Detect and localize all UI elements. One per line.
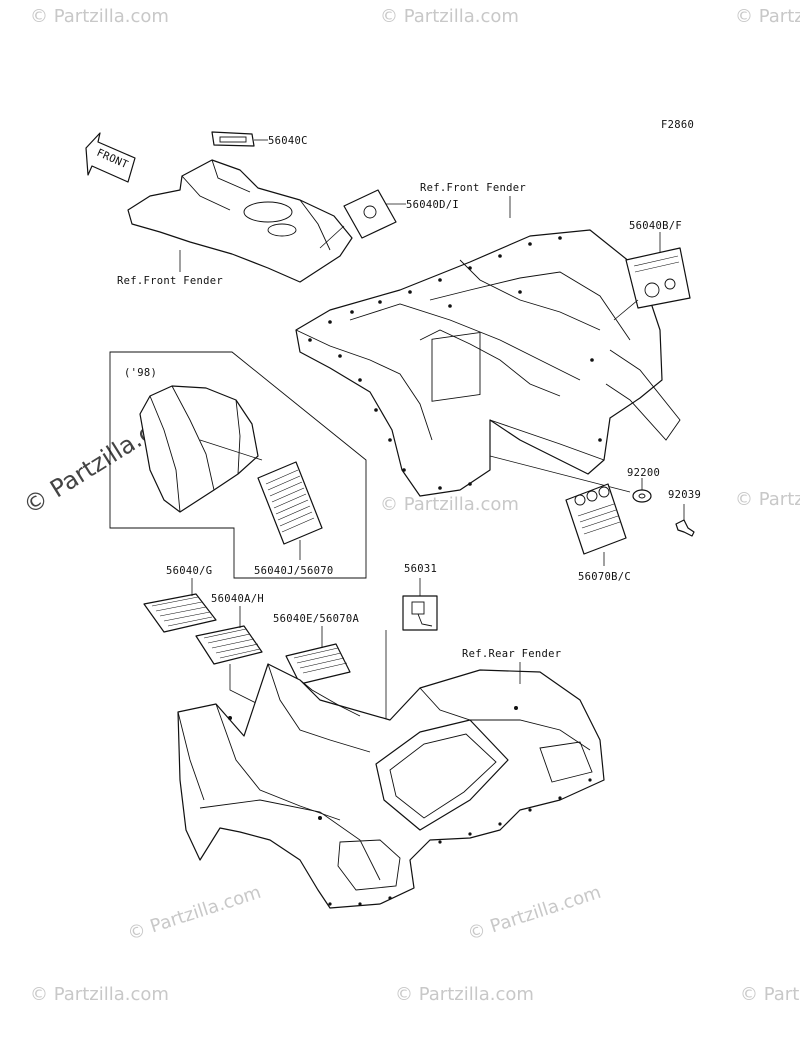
- rear-fender: [177, 662, 605, 909]
- watermark-text: © Partzilla.com: [735, 6, 800, 27]
- decal-56040c: [211, 131, 268, 147]
- label-ref-front-fender-left: Ref.Front Fender: [117, 275, 223, 287]
- decal-56040j-56070: [257, 461, 323, 560]
- decal-56040-g: [143, 578, 217, 633]
- rivet-92039: [675, 504, 695, 537]
- label-ref-rear-fender: Ref.Rear Fender: [462, 648, 561, 660]
- watermark-text: © Partzilla.com: [465, 882, 604, 945]
- label-56040-g: 56040/G: [166, 565, 212, 577]
- label-ref-front-fender-top: Ref.Front Fender: [420, 182, 526, 194]
- label-56040a-h: 56040A/H: [211, 593, 264, 605]
- label-56040j-56070: 56040J/56070: [254, 565, 333, 577]
- diagram-code: F2860: [661, 119, 694, 131]
- label-56040b-f: 56040B/F: [629, 220, 682, 232]
- front-arrow-icon: FRONT: [85, 132, 136, 183]
- watermark-text: © Partzilla.com: [395, 984, 534, 1005]
- label-56031: 56031: [404, 563, 437, 575]
- inset-98-box: [109, 351, 367, 579]
- watermark-text: © Partzilla.com: [735, 489, 800, 510]
- watermark-text: © Partzilla.com: [380, 494, 519, 515]
- label-56040d-i: 56040D/I: [406, 199, 459, 211]
- decal-56040b-f: [613, 232, 691, 321]
- front-fender: [295, 229, 681, 497]
- watermark-text: © Partzilla.com: [125, 882, 264, 945]
- label-92039: 92039: [668, 489, 701, 501]
- decal-56040e-56070a: [285, 626, 351, 685]
- label-56040e-56070a: 56040E/56070A: [273, 613, 359, 625]
- label-92200: 92200: [627, 467, 660, 479]
- front-fender-cover: [127, 159, 353, 283]
- watermark-text: © Partzilla.com: [30, 6, 169, 27]
- watermark-text: © Partzilla.com: [380, 6, 519, 27]
- decal-56070b-c: [565, 483, 627, 566]
- label-year-note: ('98): [124, 367, 157, 379]
- tag-56031: [385, 578, 438, 750]
- decal-56040d-i: [319, 189, 406, 249]
- label-56070b-c: 56070B/C: [578, 571, 631, 583]
- label-56040c: 56040C: [268, 135, 308, 147]
- watermark-text: © Partzilla.com: [740, 984, 800, 1005]
- watermark-text: © Partzilla.com: [30, 984, 169, 1005]
